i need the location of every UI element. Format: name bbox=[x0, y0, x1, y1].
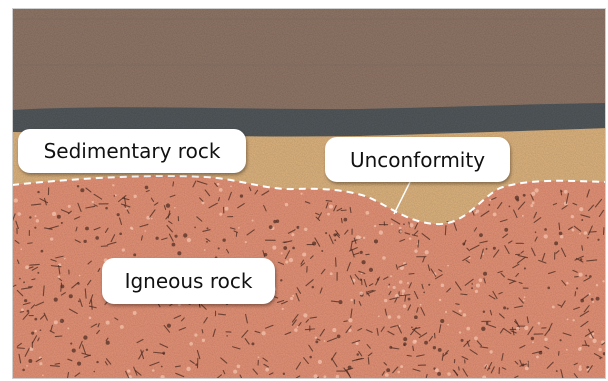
sedimentary-rock-label: Sedimentary rock bbox=[18, 129, 246, 173]
unconformity-label: Unconformity bbox=[325, 137, 510, 182]
igneous-rock-label: Igneous rock bbox=[102, 258, 275, 304]
